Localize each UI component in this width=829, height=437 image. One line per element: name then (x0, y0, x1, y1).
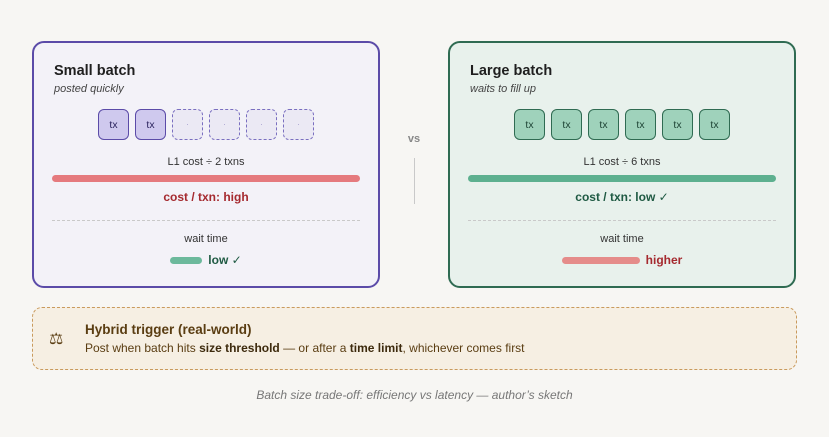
tx-slot: · (172, 109, 203, 140)
large-l1-cost-label: L1 cost ÷ 6 txns (583, 156, 661, 168)
small-wait-label: wait time (184, 233, 228, 245)
large-batch-subtitle: waits to fill up (470, 83, 537, 95)
small-wait-row: low ✓ (52, 253, 360, 267)
tx-slot: · (283, 109, 314, 140)
tx-slot: · (246, 109, 277, 140)
tx-slot: tx (98, 109, 129, 140)
hybrid-text-before: Post when batch hits (85, 341, 200, 355)
hybrid-text-after: , whichever comes first (402, 341, 525, 355)
small-divider (52, 220, 360, 221)
large-wait-label: wait time (600, 233, 644, 245)
tx-slot: tx (551, 109, 582, 140)
small-cost-bar (52, 175, 360, 182)
tx-slot: tx (662, 109, 693, 140)
vs-line (413, 158, 415, 204)
large-batch-tx-row: tx tx tx tx tx tx (468, 109, 776, 140)
tx-slot: tx (588, 109, 619, 140)
hybrid-size-threshold: size threshold (199, 341, 280, 355)
large-cost-per-txn: cost / txn: low ✓ (575, 190, 669, 204)
hybrid-time-limit: time limit (349, 341, 403, 355)
small-batch-subtitle: posted quickly (54, 83, 124, 95)
small-batch-card: Small batch posted quickly tx tx · · · ·… (32, 41, 380, 288)
vs-label: vs (407, 133, 421, 145)
large-wait-row: higher (468, 253, 776, 267)
tx-slot: tx (625, 109, 656, 140)
large-batch-card: Large batch waits to fill up tx tx tx tx… (448, 41, 796, 288)
small-wait-value: low ✓ (208, 253, 242, 267)
tx-slot: · (209, 109, 240, 140)
hybrid-text-block: Hybrid trigger (real-world) Post when ba… (85, 322, 525, 355)
figure-caption: Batch size trade-off: efficiency vs late… (256, 388, 573, 402)
small-wait-bar (170, 256, 203, 264)
small-batch-tx-row: tx tx · · · · (52, 109, 360, 140)
hybrid-trigger-box: ⚖ Hybrid trigger (real-world) Post when … (32, 307, 797, 370)
scale-icon: ⚖ (49, 330, 64, 348)
large-batch-title: Large batch (470, 63, 553, 79)
hybrid-text-middle: — or after a (279, 341, 350, 355)
tx-slot: tx (699, 109, 730, 140)
small-l1-cost-label: L1 cost ÷ 2 txns (167, 156, 245, 168)
large-wait-bar (561, 256, 640, 264)
large-divider (468, 220, 776, 221)
vs-separator: vs (404, 133, 424, 204)
large-cost-bar (468, 175, 776, 182)
small-cost-per-txn: cost / txn: high (163, 190, 249, 204)
large-wait-value: higher (645, 253, 683, 267)
tx-slot: tx (135, 109, 166, 140)
hybrid-title: Hybrid trigger (real-world) (85, 322, 252, 337)
hybrid-description: Post when batch hits size threshold — or… (85, 341, 525, 355)
small-batch-title: Small batch (54, 63, 136, 79)
tx-slot: tx (514, 109, 545, 140)
